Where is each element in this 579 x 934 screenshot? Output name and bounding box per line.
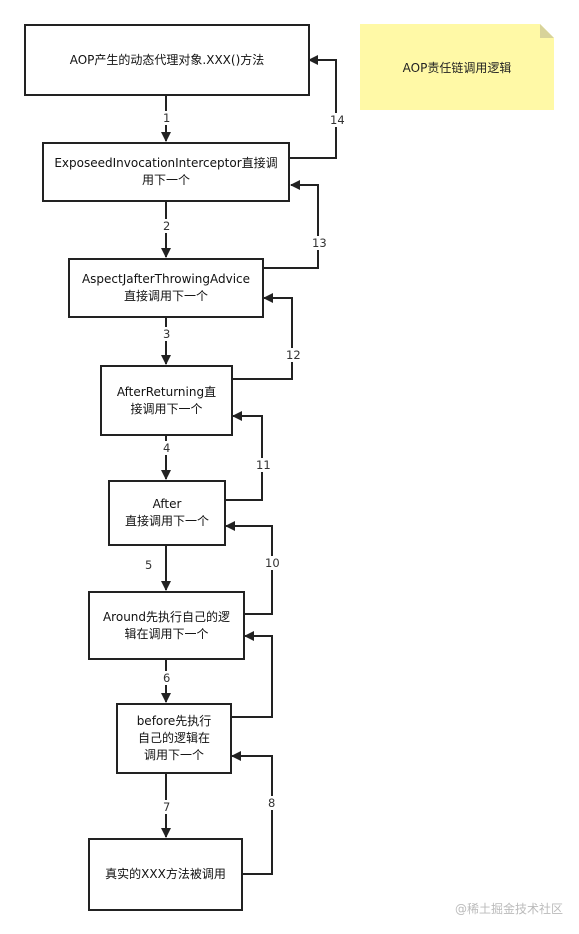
- box-real-method-label: 真实的XXX方法被调用: [105, 867, 226, 881]
- step-label-6: 6: [162, 671, 172, 685]
- step-label-13: 13: [311, 236, 328, 250]
- box-exposed-invocation-line-2: 用下一个: [141, 173, 190, 187]
- box-proxy-call-label: AOP产生的动态代理对象.XXX()方法: [69, 52, 265, 67]
- step-label-5: 5: [144, 558, 154, 572]
- box-after-returning-line-2: 接调用下一个: [130, 401, 203, 416]
- box-after: After 直接调用下一个: [108, 480, 226, 546]
- legend-note: AOP责任链调用逻辑: [360, 24, 554, 110]
- step-label-1: 1: [162, 111, 172, 125]
- step-label-7: 7: [162, 800, 172, 814]
- watermark-text: @稀土掘金技术社区: [454, 902, 563, 916]
- return-arrow-13: [262, 180, 319, 269]
- box-before-line-2: 自己的逻辑在: [137, 731, 210, 745]
- box-exposed-invocation: ExposeedInvocationInterceptor直接调 用下一个: [42, 142, 290, 202]
- box-before: before先执行 自己的逻辑在 调用下一个: [116, 703, 232, 774]
- box-after-returning: AfterReturning直 接调用下一个: [100, 365, 233, 436]
- box-around: Around先执行自己的逻 辑在调用下一个: [88, 591, 245, 660]
- step-label-8: 8: [267, 796, 277, 810]
- step-label-11: 11: [255, 458, 272, 472]
- box-after-throwing-line-2: 直接调用下一个: [123, 289, 208, 303]
- box-after-throwing: AspectJafterThrowingAdvice 直接调用下一个: [68, 258, 264, 318]
- box-around-line-2: 辑在调用下一个: [124, 626, 209, 641]
- return-arrow-12: [231, 293, 293, 380]
- step-label-14: 14: [329, 113, 346, 127]
- return-arrow-9: [230, 631, 273, 718]
- box-before-line-1: before先执行: [136, 714, 212, 728]
- step-label-10: 10: [264, 556, 281, 570]
- box-proxy-call: AOP产生的动态代理对象.XXX()方法: [24, 24, 310, 96]
- box-after-line-2: 直接调用下一个: [124, 514, 209, 528]
- return-arrow-8: [231, 751, 273, 875]
- return-arrow-10: [225, 521, 273, 615]
- legend-note-text: AOP责任链调用逻辑: [402, 60, 512, 75]
- box-after-returning-line-1: AfterReturning直: [116, 384, 217, 399]
- box-after-throwing-line-1: AspectJafterThrowingAdvice: [81, 272, 251, 286]
- box-before-line-3: 调用下一个: [143, 748, 204, 762]
- box-after-line-1: After: [152, 497, 182, 511]
- box-around-line-1: Around先执行自己的逻: [102, 609, 231, 624]
- return-arrow-14: [289, 55, 337, 159]
- step-label-12: 12: [285, 348, 302, 362]
- step-label-2: 2: [162, 219, 172, 233]
- box-exposed-invocation-line-1: ExposeedInvocationInterceptor直接调: [54, 156, 278, 170]
- step-label-3: 3: [162, 327, 172, 341]
- box-real-method: 真实的XXX方法被调用: [88, 838, 243, 911]
- step-label-4: 4: [162, 441, 172, 455]
